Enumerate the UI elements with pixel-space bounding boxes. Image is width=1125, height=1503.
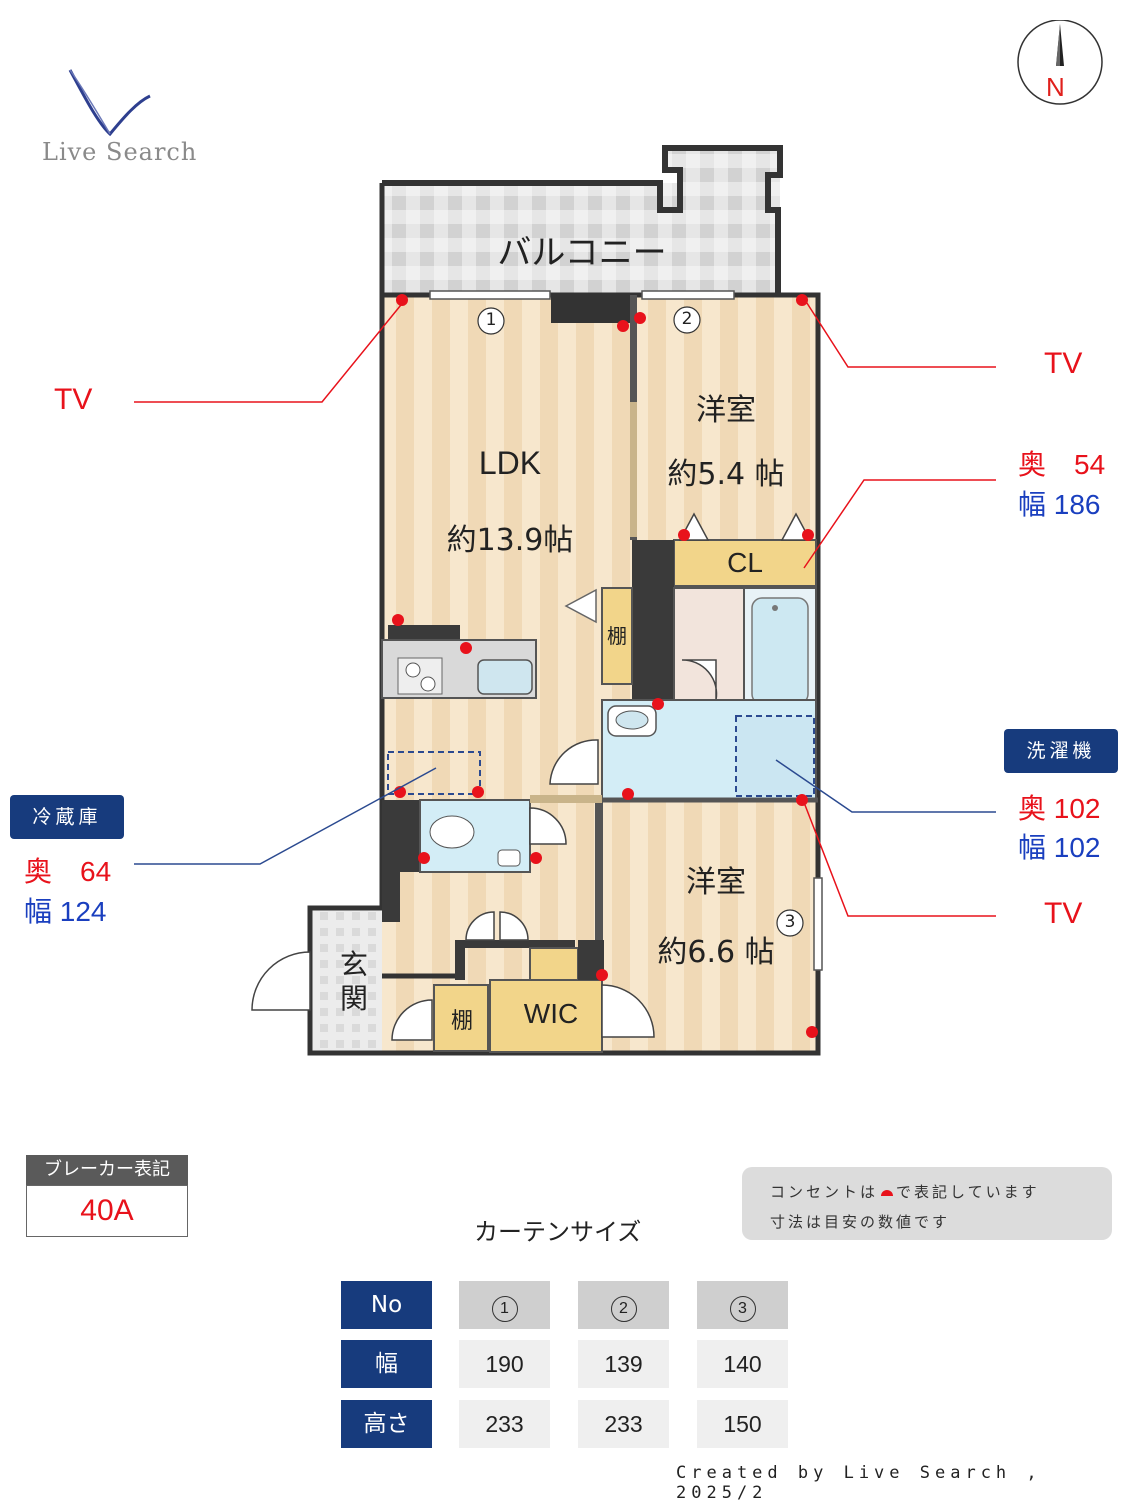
curtain-table-title: カーテンサイズ (474, 1218, 642, 1246)
shelf-2-label: 棚 (450, 1009, 473, 1034)
legend-note: コンセントはで表記しています 寸法は目安の数値です (742, 1167, 1112, 1240)
curtain-number-3-text: 3 (729, 1296, 756, 1322)
breaker-value: 40A (26, 1185, 188, 1237)
tv-label-right-bottom: TV (1044, 897, 1083, 930)
closet-width: 幅 186 (1018, 489, 1101, 520)
balcony-label: バルコニー (497, 233, 667, 273)
window-number-2: 2 (681, 309, 693, 329)
fridge-tag: 冷蔵庫 (10, 795, 124, 839)
legend-note-line1: コンセントはで表記しています (770, 1181, 1040, 1202)
window-number-1: 1 (485, 310, 497, 330)
curtain-number-3: 3 (697, 1281, 788, 1329)
legend-note-line2: 寸法は目安の数値です (770, 1213, 951, 1231)
compass-north-label: N (1046, 72, 1065, 102)
credit-line: Created by Live Search , 2025/2 (676, 1463, 1042, 1503)
curtain-height-2: 233 (578, 1400, 669, 1448)
curtain-width-1: 190 (459, 1340, 550, 1388)
floor-plan (134, 145, 996, 1056)
row-header-height: 高さ (341, 1400, 432, 1448)
wic-label: WIC (523, 998, 579, 1029)
outlet-icon (881, 1190, 894, 1196)
curtain-number-1-text: 1 (491, 1296, 518, 1322)
washer-tag: 洗濯機 (1004, 729, 1118, 773)
washer-width: 幅 102 (1018, 832, 1101, 863)
washer-depth: 奥 102 (1018, 793, 1101, 824)
tv-label-left: TV (54, 383, 93, 416)
logo-mark (68, 69, 151, 137)
ldk-label: LDK (478, 445, 542, 481)
curtain-height-3: 150 (697, 1400, 788, 1448)
curtain-number-1: 1 (459, 1281, 550, 1329)
curtain-number-2-text: 2 (610, 1296, 637, 1322)
shelf-1-label: 棚 (607, 624, 627, 648)
curtain-width-2: 139 (578, 1340, 669, 1388)
curtain-number-2: 2 (578, 1281, 669, 1329)
western-room-1-size: 約5.4 帖 (667, 457, 785, 492)
row-header-width: 幅 (341, 1340, 432, 1388)
curtain-height-1: 233 (459, 1400, 550, 1448)
fridge-width: 幅 124 (24, 896, 107, 927)
window-number-3: 3 (784, 912, 796, 932)
compass-icon (1017, 20, 1103, 105)
closet-depth: 奥 54 (1018, 449, 1106, 480)
entrance-label: 玄関 (339, 948, 368, 1015)
western-room-1-label: 洋室 (696, 393, 756, 428)
row-header-no: No (341, 1281, 432, 1329)
closet-label: CL (727, 547, 763, 578)
western-room-2-label: 洋室 (686, 865, 746, 900)
ldk-size: 約13.9帖 (446, 523, 574, 558)
legend-note-line1-start: コンセントは (770, 1183, 879, 1201)
tv-label-right-top: TV (1044, 347, 1083, 380)
logo-text: Live Search (42, 138, 198, 166)
western-room-2-size: 約6.6 帖 (657, 935, 775, 970)
legend-note-line1-end: で表記しています (896, 1183, 1040, 1201)
fridge-depth: 奥 64 (24, 856, 112, 887)
curtain-width-3: 140 (697, 1340, 788, 1388)
breaker-header: ブレーカー表記 (26, 1155, 188, 1185)
